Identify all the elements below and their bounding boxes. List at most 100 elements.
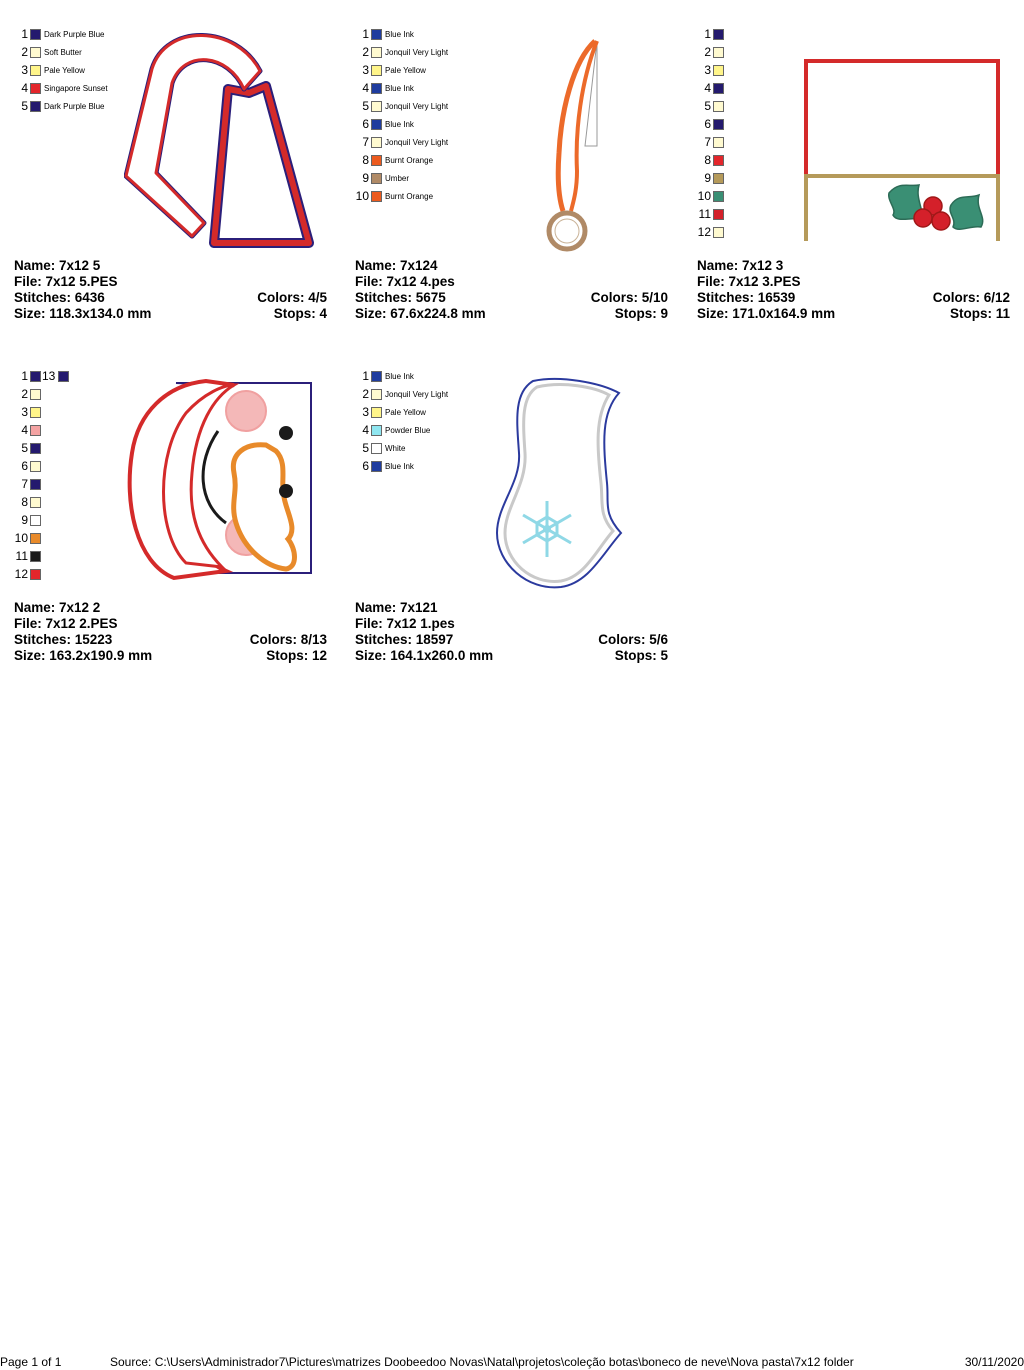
color-index: 11: [15, 549, 28, 563]
color-legend-item: 12: [14, 565, 41, 583]
color-legend-item: 1: [697, 25, 724, 43]
color-swatch: [30, 28, 41, 40]
color-index: 13: [42, 369, 56, 383]
color-legend-item: 11: [697, 205, 724, 223]
stitch-count: Stitches: 18597: [355, 632, 454, 647]
color-index: 11: [698, 207, 711, 221]
color-index: 5: [21, 441, 28, 455]
design-size: Size: 171.0x164.9 mm: [697, 306, 836, 321]
color-index: 1: [362, 27, 369, 41]
color-legend-item: 2: [697, 43, 724, 61]
color-index: 1: [21, 369, 28, 383]
color-index: 6: [362, 459, 369, 473]
color-index: 4: [21, 423, 28, 437]
color-swatch: [371, 100, 382, 112]
color-legend-item: 9: [14, 511, 41, 529]
color-legend-item: 7: [14, 475, 41, 493]
color-swatch: [371, 460, 382, 472]
color-swatch: [30, 46, 41, 58]
color-index: 7: [362, 135, 369, 149]
color-swatch: [30, 460, 41, 472]
color-swatch: [30, 406, 41, 418]
color-swatch: [30, 370, 41, 382]
color-index: 10: [697, 189, 711, 203]
color-index: 3: [362, 405, 369, 419]
stitch-count: Stitches: 15223: [14, 632, 113, 647]
color-index: 4: [362, 423, 369, 437]
color-swatch: [371, 406, 382, 418]
thread-name: Jonquil Very Light: [385, 47, 449, 57]
color-index: 9: [21, 513, 28, 527]
color-swatch: [30, 532, 41, 544]
stitch-count: Stitches: 6436: [14, 290, 105, 305]
color-swatch: [30, 478, 41, 490]
color-swatch: [371, 82, 382, 94]
color-swatch: [371, 424, 382, 436]
design-file: File: 7x12 1.pes: [355, 616, 455, 631]
design-size: Size: 163.2x190.9 mm: [14, 648, 153, 663]
stop-count: Stops: 12: [266, 648, 327, 663]
design-name: Name: 7x124: [355, 258, 438, 273]
color-index: 10: [355, 189, 369, 203]
color-swatch: [30, 424, 41, 436]
page-footer: Page 1 of 1 Source: C:\Users\Administrad…: [0, 1355, 1024, 1370]
color-index: 7: [704, 135, 711, 149]
source-path: Source: C:\Users\Administrador7\Pictures…: [110, 1355, 854, 1369]
design-file: File: 7x12 2.PES: [14, 616, 118, 631]
color-index: 1: [362, 369, 369, 383]
color-index: 5: [21, 99, 28, 113]
design-name: Name: 7x12 5: [14, 258, 101, 273]
color-legend-item: 2: [14, 385, 41, 403]
color-index: 2: [362, 387, 369, 401]
color-swatch: [713, 190, 724, 202]
color-swatch: [713, 208, 724, 220]
color-legend-item: 4 Blue Ink: [355, 79, 414, 97]
stop-count: Stops: 11: [949, 306, 1010, 321]
color-swatch: [371, 370, 382, 382]
stitch-count: Stitches: 16539: [697, 290, 796, 305]
design-file: File: 7x12 3.PES: [697, 274, 801, 289]
color-legend-item: 6: [697, 115, 724, 133]
thread-name: Burnt Orange: [385, 191, 434, 201]
thread-name: Blue Ink: [385, 83, 414, 93]
design-preview: [515, 31, 635, 261]
color-count: Colors: 4/5: [257, 290, 327, 305]
color-index: 12: [14, 567, 28, 581]
design-preview: [126, 373, 326, 598]
color-index: 5: [704, 99, 711, 113]
color-legend-item: 7: [697, 133, 724, 151]
color-swatch: [713, 226, 724, 238]
color-index: 2: [704, 45, 711, 59]
color-index: 9: [704, 171, 711, 185]
color-index: 1: [704, 27, 711, 41]
page-number: Page 1 of 1: [0, 1355, 62, 1369]
color-swatch: [30, 82, 41, 94]
color-index: 4: [362, 81, 369, 95]
color-swatch: [58, 370, 70, 382]
color-count: Colors: 8/13: [249, 632, 327, 647]
color-index: 3: [21, 63, 28, 77]
color-legend-item: 12: [697, 223, 724, 241]
stop-count: Stops: 9: [614, 306, 668, 321]
color-index: 6: [704, 117, 711, 131]
color-count: Colors: 5/6: [598, 632, 668, 647]
